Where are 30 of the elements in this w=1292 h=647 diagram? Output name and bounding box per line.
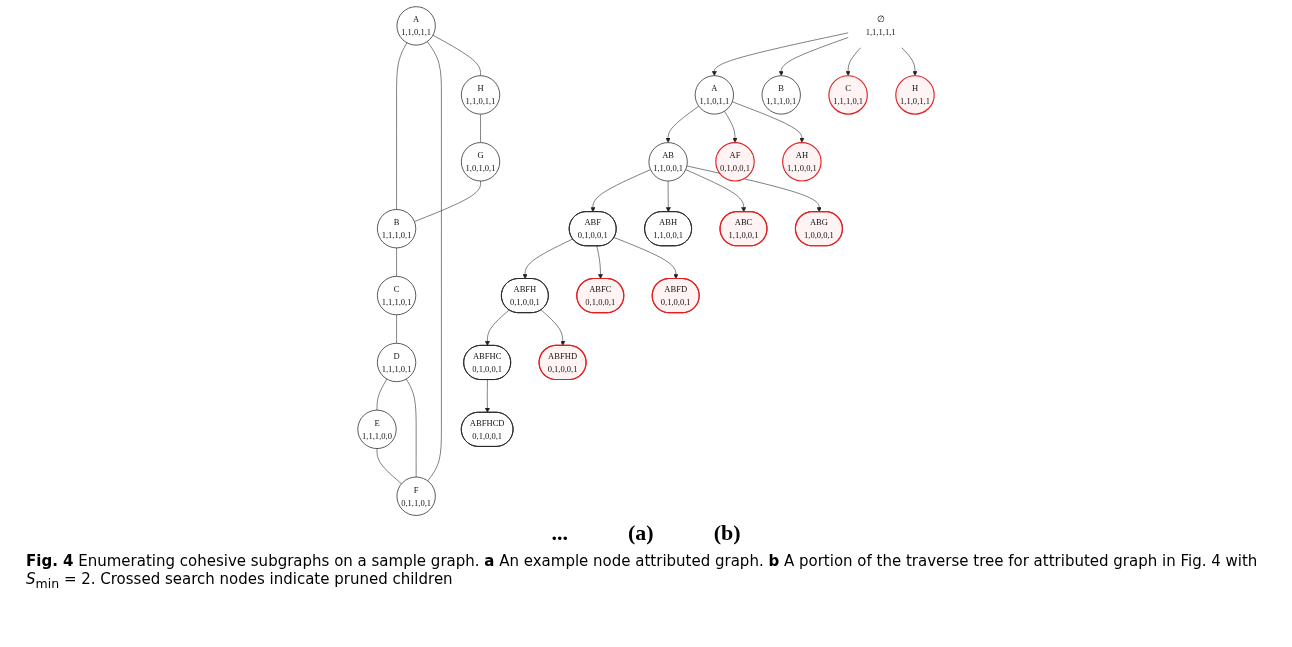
- connector: [396, 314, 397, 344]
- node-circle: E 1,1,1,0,0: [357, 409, 397, 449]
- node-circle: AB 1,1,0,0,1: [648, 142, 688, 182]
- node-text: ∅ 1,1,1,1,1: [865, 14, 896, 37]
- node-circle: G 1,0,1,0,1: [460, 142, 501, 182]
- node-circle: A 1,1,0,1,1: [694, 75, 734, 115]
- connector: [376, 448, 402, 485]
- node-circle: AF 0,1,0,0,1: [715, 142, 755, 182]
- panel-label: (b): [713, 520, 741, 546]
- node-circle: C 1,1,1,0,1: [828, 75, 868, 115]
- node-circle: B 1,1,1,0,1: [761, 75, 801, 115]
- node-circle: B 1,1,1,0,1: [377, 209, 417, 249]
- connector: [396, 247, 397, 277]
- panel-label: (a): [627, 520, 654, 546]
- node-circle: H 1,1,0,1,1: [460, 75, 501, 115]
- connector: [432, 34, 481, 76]
- connector: [406, 378, 417, 478]
- connector: [414, 180, 481, 222]
- connector: [396, 42, 408, 210]
- node-circle: A 1,1,0,1,1: [396, 6, 436, 46]
- connector: [376, 378, 388, 411]
- connector: [426, 41, 442, 482]
- connector: [480, 113, 481, 143]
- panel-label: ...: [551, 520, 568, 546]
- figure-caption: Fig. 4 Enumerating cohesive subgraphs on a sample graph. a An example node attributed graph. b A portion of the traverse tree for attributed graph in Fig. 4 with S$_{min}$ = 2. Crossed search nodes indicate pruned children: [26, 552, 1259, 591]
- node-circle: F 0,1,1,0,1: [396, 476, 436, 516]
- node-circle: AH 1,1,0,0,1: [782, 142, 822, 182]
- node-circle: C 1,1,1,0,1: [377, 276, 417, 316]
- node-circle: D 1,1,1,0,1: [377, 342, 417, 383]
- node-circle: H 1,1,0,1,1: [895, 75, 935, 115]
